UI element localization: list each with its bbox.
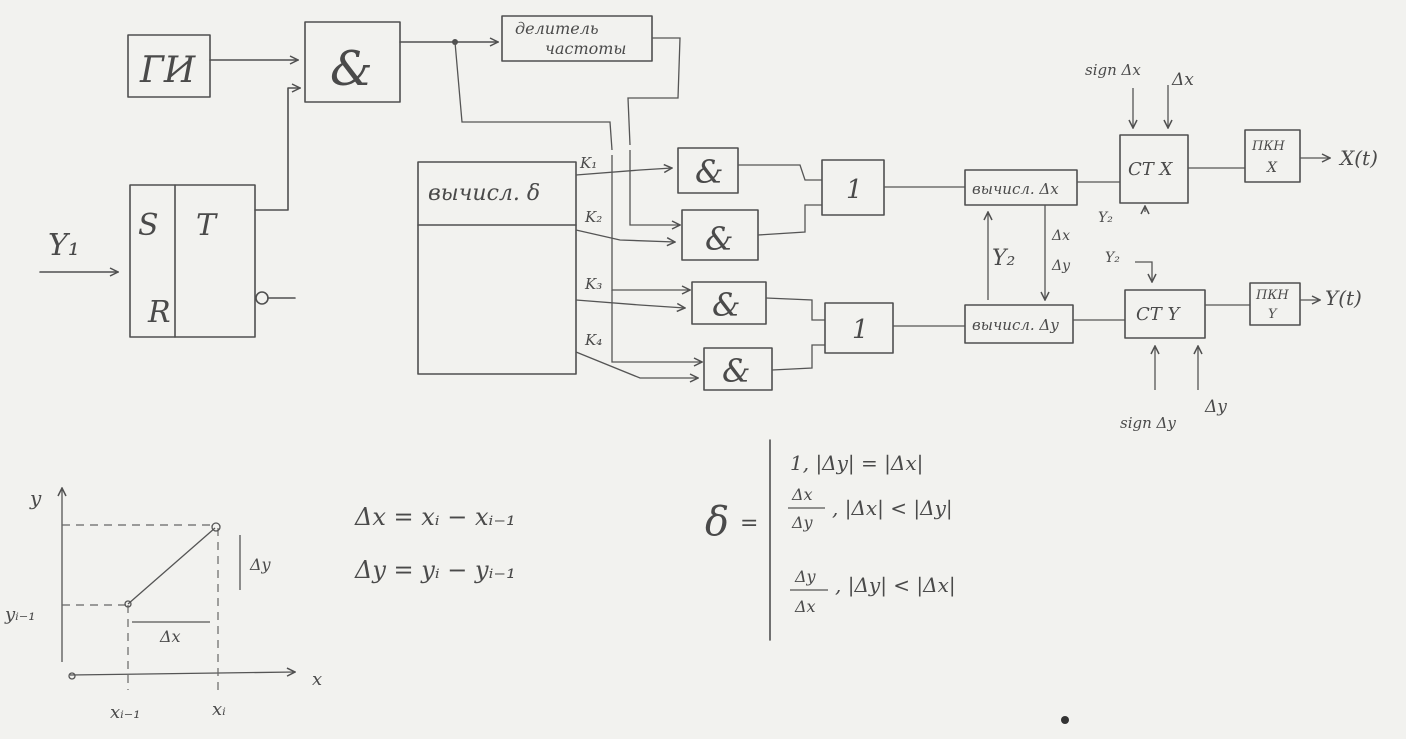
dac-x-label-1: ПКН: [1251, 139, 1285, 154]
delta-case-1: 1, |Δy| = |Δx|: [790, 451, 923, 476]
k3-wire: [575, 299, 685, 308]
delta-symbol: δ: [705, 499, 729, 545]
and2-to-or1-wire: [757, 204, 822, 236]
delta-case-2-numerator: Δx: [791, 485, 813, 504]
and3-to-or2-wire: [765, 297, 825, 321]
formula-dx: Δx = xᵢ − xᵢ₋₁: [354, 503, 516, 531]
and-gate-3: &: [691, 281, 767, 325]
input-y1-label: Y₁: [48, 228, 80, 263]
calc-dy-block: вычисл. Δy: [964, 304, 1074, 344]
delta-piecewise-formula: δ = 1, |Δy| = |Δx| Δx Δy , |Δx| < |Δy| Δ…: [705, 439, 956, 641]
and-gate-1: &: [677, 147, 739, 194]
counter-x-block: СТ X: [1119, 134, 1189, 204]
and1-to-or1-wire: [738, 164, 822, 181]
delta-equals: =: [740, 511, 758, 536]
graph-dx-label: Δx: [159, 627, 181, 646]
trigger-r-label: R: [147, 295, 171, 330]
trigger-block: S T R: [129, 184, 296, 338]
delta-case-3-denominator: Δx: [794, 597, 816, 616]
k4-wire: [575, 351, 698, 378]
pulse-generator-label: ГИ: [139, 50, 196, 91]
increment-graph: y x Δy Δx yᵢ₋₁ xᵢ₋₁ xᵢ: [4, 486, 322, 723]
output-y-label: Y(t): [1325, 286, 1362, 310]
clock-wire-1: [454, 41, 613, 151]
k1-label: K₁: [579, 154, 597, 172]
sign-dy-label: sign Δy: [1120, 414, 1176, 432]
k3-label: K₃: [584, 275, 602, 293]
or-gate-2: 1: [824, 302, 894, 354]
and-gate-4-label: &: [722, 352, 750, 390]
output-x-label: X(t): [1338, 146, 1378, 170]
dx-input-label: Δx: [1171, 70, 1194, 90]
and-gate-1-label: &: [695, 153, 723, 191]
calc-dy-label: вычисл. Δy: [972, 316, 1059, 334]
dac-x-label-2: X: [1266, 160, 1278, 176]
k4-label: K₄: [584, 331, 602, 349]
calc-delta-block: вычисл. δ: [417, 161, 577, 375]
and4-to-or2-wire: [771, 344, 825, 371]
or-gate-1: 1: [821, 159, 885, 216]
graph-dy-label: Δy: [249, 555, 272, 574]
y2-label-b: Y₂: [1098, 210, 1113, 226]
calc-dx-block: вычисл. Δx: [964, 169, 1078, 206]
calc-delta-label: вычисл. δ: [428, 181, 540, 206]
clock-to-and4-wire: [611, 290, 702, 362]
counter-y-label: СТ Y: [1136, 304, 1182, 325]
and-gate-main: &: [304, 21, 401, 103]
delta-case-2-condition: , |Δx| < |Δy|: [832, 496, 953, 521]
trigger-t-label: T: [196, 208, 218, 243]
graph-yi1-label: yᵢ₋₁: [4, 604, 36, 625]
frequency-divider-block: делитель частоты: [501, 15, 653, 62]
divider-out-wire: [627, 37, 681, 146]
sign-dx-label: sign Δx: [1085, 61, 1141, 79]
k1-wire: [575, 168, 672, 176]
k2-label: K₂: [584, 208, 602, 226]
trigger-to-and-wire: [254, 88, 300, 211]
dac-x-block: ПКН X: [1244, 129, 1301, 183]
graph-xi-label: xᵢ: [212, 699, 226, 720]
dac-y-label-2: Y: [1268, 307, 1278, 322]
divider-to-and2-wire: [629, 150, 680, 225]
or-gate-1-label: 1: [846, 175, 863, 205]
dac-y-block: ПКН Y: [1249, 282, 1301, 326]
graph-x-axis-label: x: [312, 669, 322, 690]
pulse-generator-block: ГИ: [127, 34, 211, 98]
dx-link-label: Δx: [1051, 228, 1070, 244]
dy-input-label: Δy: [1204, 397, 1227, 417]
and-gate-3-label: &: [712, 286, 740, 324]
dac-y-label-1: ПКН: [1255, 288, 1289, 303]
delta-case-3-numerator: Δy: [794, 567, 817, 586]
y2-arrow-c: [1135, 261, 1152, 282]
or-gate-2-label: 1: [852, 315, 869, 345]
and-gate-4: &: [703, 347, 773, 391]
y2-label-a: Y₂: [992, 246, 1015, 271]
y2-label-c: Y₂: [1105, 250, 1120, 266]
graph-xi1-label: xᵢ₋₁: [110, 702, 141, 723]
dy-link-label: Δy: [1051, 258, 1071, 274]
calc-dx-label: вычисл. Δx: [972, 180, 1059, 198]
and-gate-main-label: &: [330, 41, 373, 97]
counter-x-label: СТ X: [1128, 159, 1174, 180]
and-gate-2: &: [681, 209, 759, 261]
divider-label-line2: частоты: [545, 39, 626, 58]
graph-segment: [127, 527, 216, 605]
delta-case-3-condition: , |Δy| < |Δx|: [835, 573, 956, 598]
divider-label-line1: делитель: [515, 19, 599, 38]
delta-case-2-denominator: Δy: [791, 513, 814, 532]
and-gate-2-label: &: [705, 220, 733, 258]
graph-y-axis-label: y: [29, 486, 42, 510]
trigger-s-label: S: [138, 208, 159, 243]
formula-dy: Δy = yᵢ − yᵢ₋₁: [354, 556, 516, 584]
counter-y-block: СТ Y: [1124, 289, 1206, 339]
k2-wire: [575, 229, 675, 242]
graph-x-axis: [69, 672, 295, 675]
